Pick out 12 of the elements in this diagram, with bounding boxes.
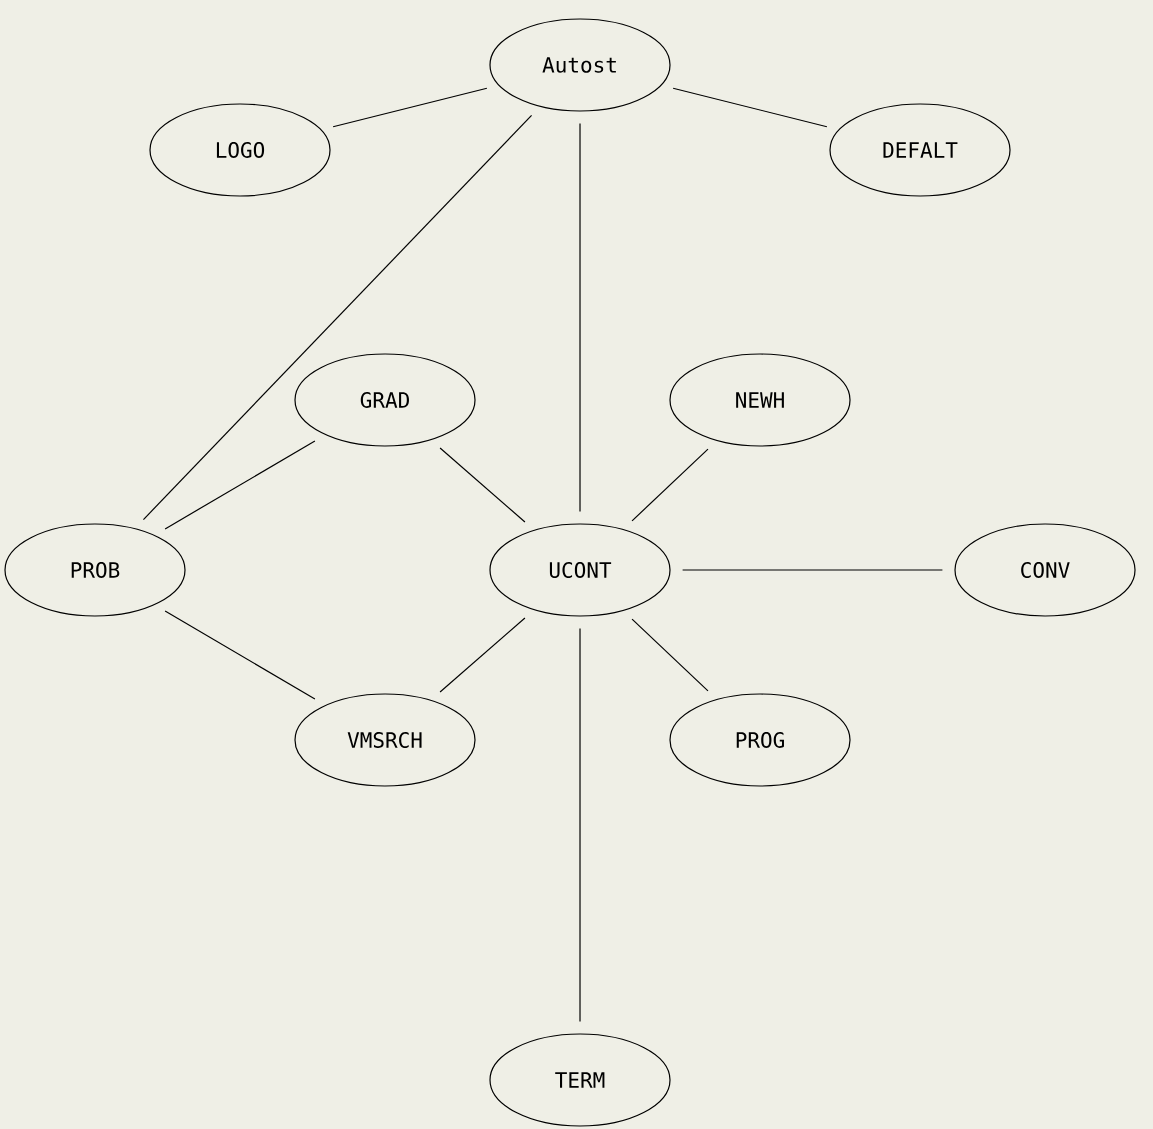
connector-line xyxy=(142,114,533,521)
connector-line xyxy=(579,123,581,512)
connector-line xyxy=(579,628,581,1022)
connector-line xyxy=(672,87,828,128)
connector-line xyxy=(439,447,526,523)
connector-line xyxy=(164,440,316,530)
connector-line xyxy=(631,448,709,522)
connector-line xyxy=(631,618,709,692)
connector-line xyxy=(164,610,316,700)
connector-line xyxy=(682,569,943,571)
connector-line xyxy=(332,87,488,128)
connector-line xyxy=(439,617,526,693)
